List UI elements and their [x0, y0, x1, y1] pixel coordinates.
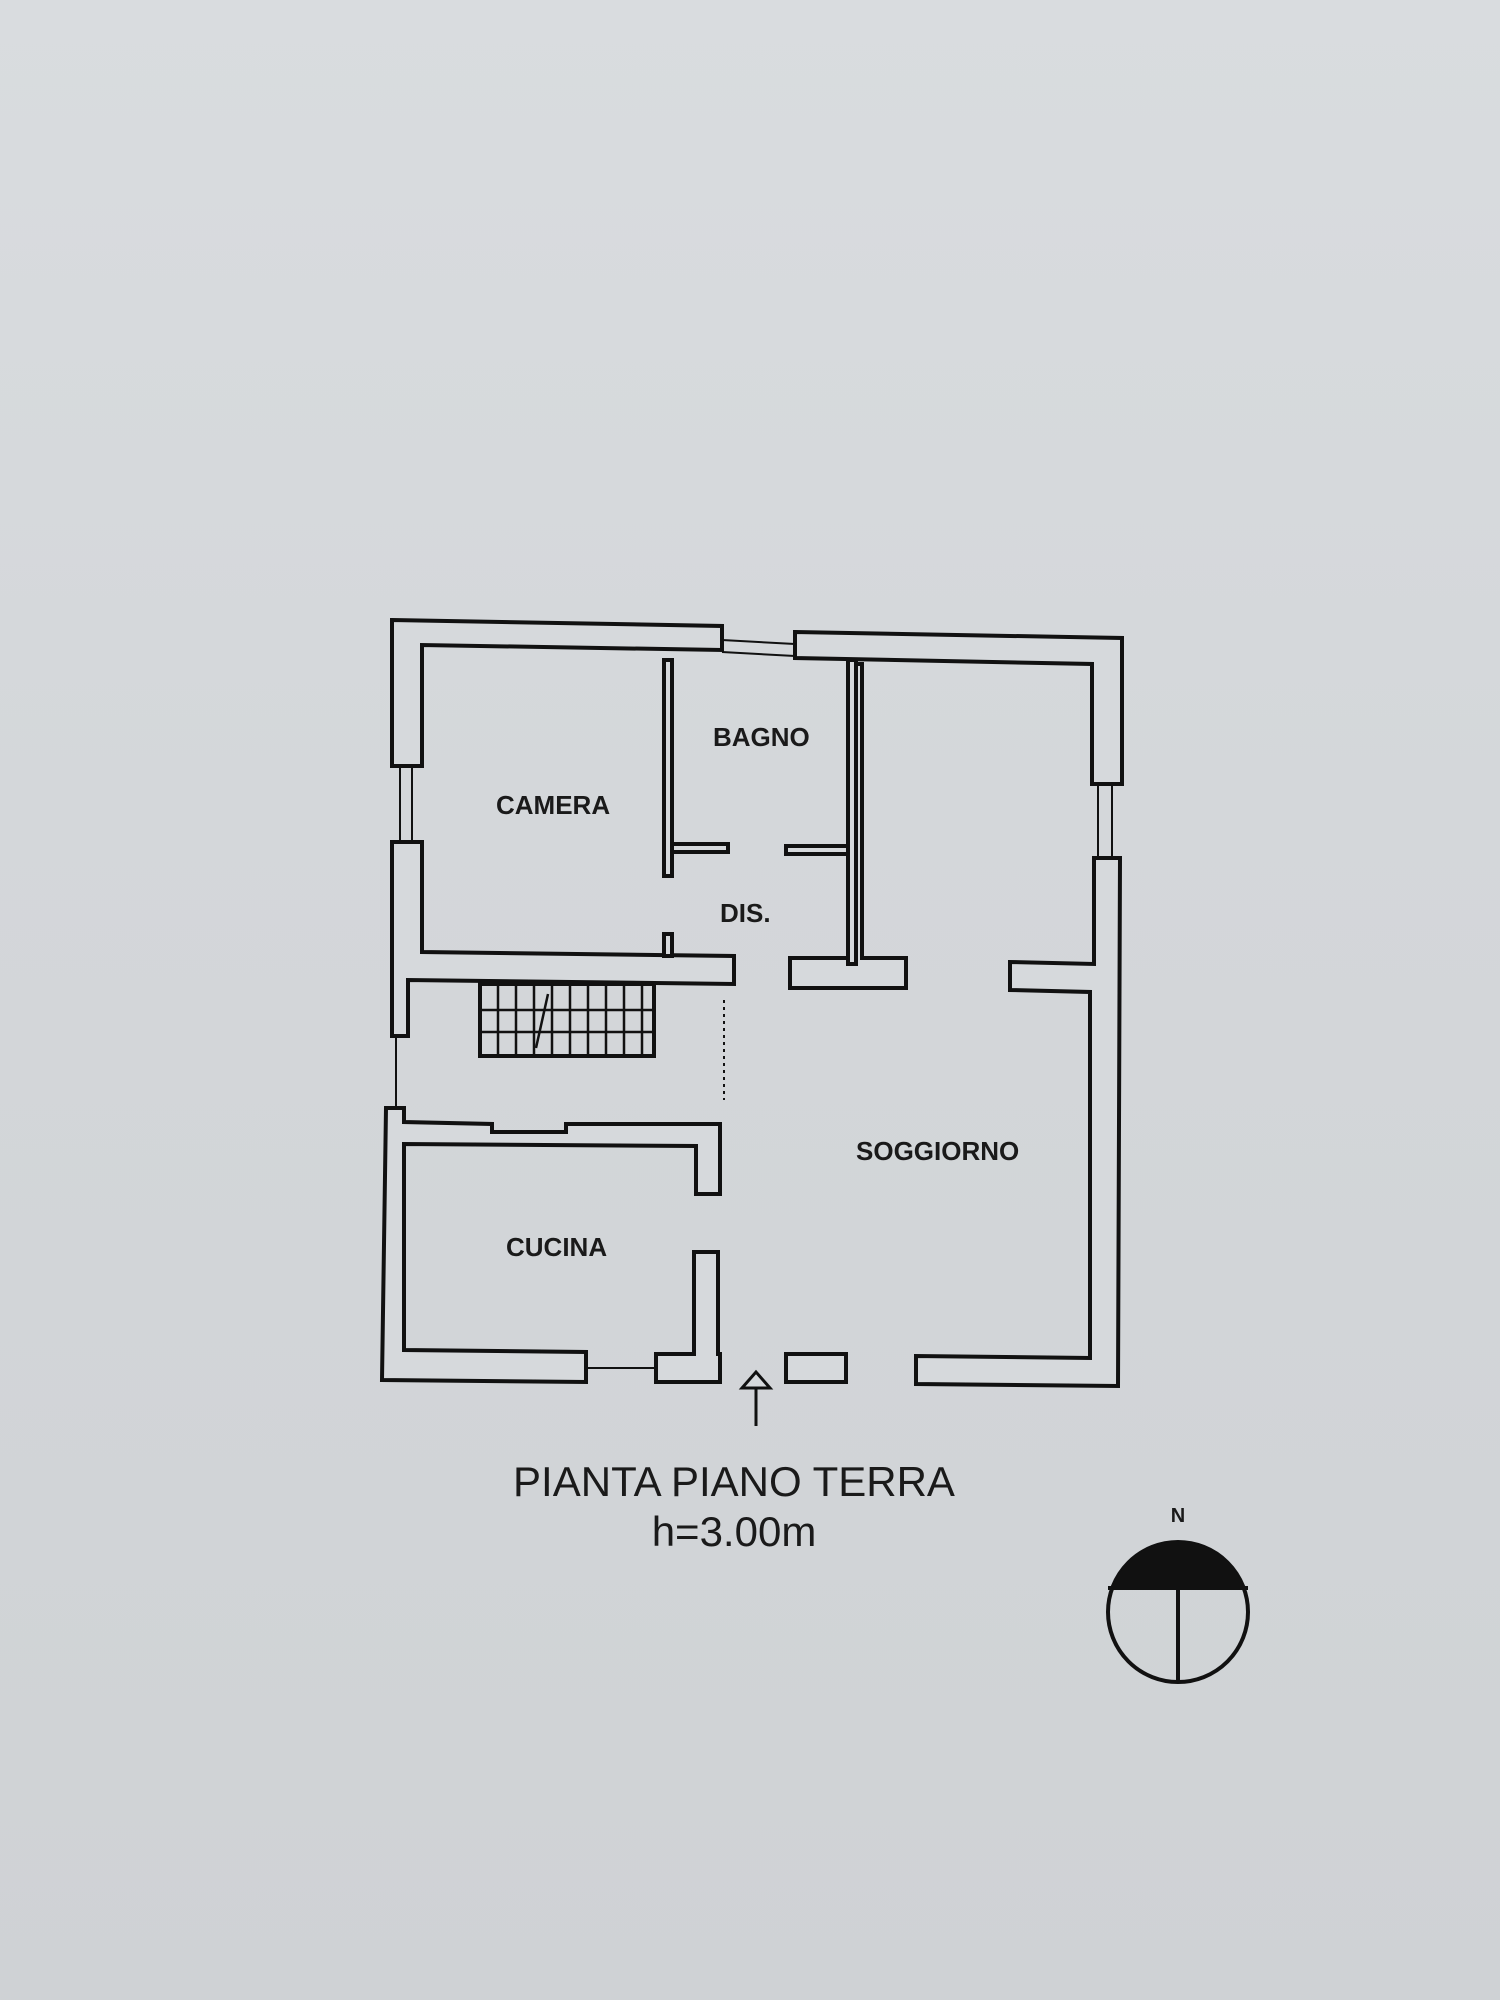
wall-bottom-pier — [654, 1250, 722, 1384]
staircase — [478, 982, 656, 1058]
wall-bottom-block — [784, 1352, 848, 1384]
walls — [379, 617, 1124, 1389]
wall-bagno-stub-h1 — [670, 842, 730, 854]
wall-left-middle — [390, 840, 736, 1038]
wall-top-right — [793, 629, 1124, 786]
wall-right — [914, 856, 1123, 1389]
room-label-camera: CAMERA — [496, 790, 610, 820]
room-label-dis: DIS. — [720, 898, 771, 928]
wall-soggiorno-left — [788, 662, 908, 990]
openings — [395, 639, 1113, 1369]
room-label-soggiorno: SOGGIORNO — [856, 1136, 1019, 1166]
wall-bagno-stub-left — [662, 658, 674, 878]
wall-dis-stub — [662, 932, 674, 958]
wall-bagno-stub-h2 — [784, 844, 854, 856]
plan-title: PIANTA PIANO TERRA — [513, 1458, 955, 1505]
wall-bagno-right — [846, 658, 858, 966]
north-compass-icon — [1106, 1540, 1250, 1684]
plan-height: h=3.00m — [652, 1508, 817, 1555]
room-label-cucina: CUCINA — [506, 1232, 607, 1262]
wall-top-left — [390, 617, 724, 768]
entrance-arrow-icon — [738, 1369, 774, 1426]
compass-north-label: N — [1171, 1505, 1185, 1527]
wall-left-bottom — [379, 1106, 722, 1385]
room-label-bagno: BAGNO — [713, 722, 810, 752]
